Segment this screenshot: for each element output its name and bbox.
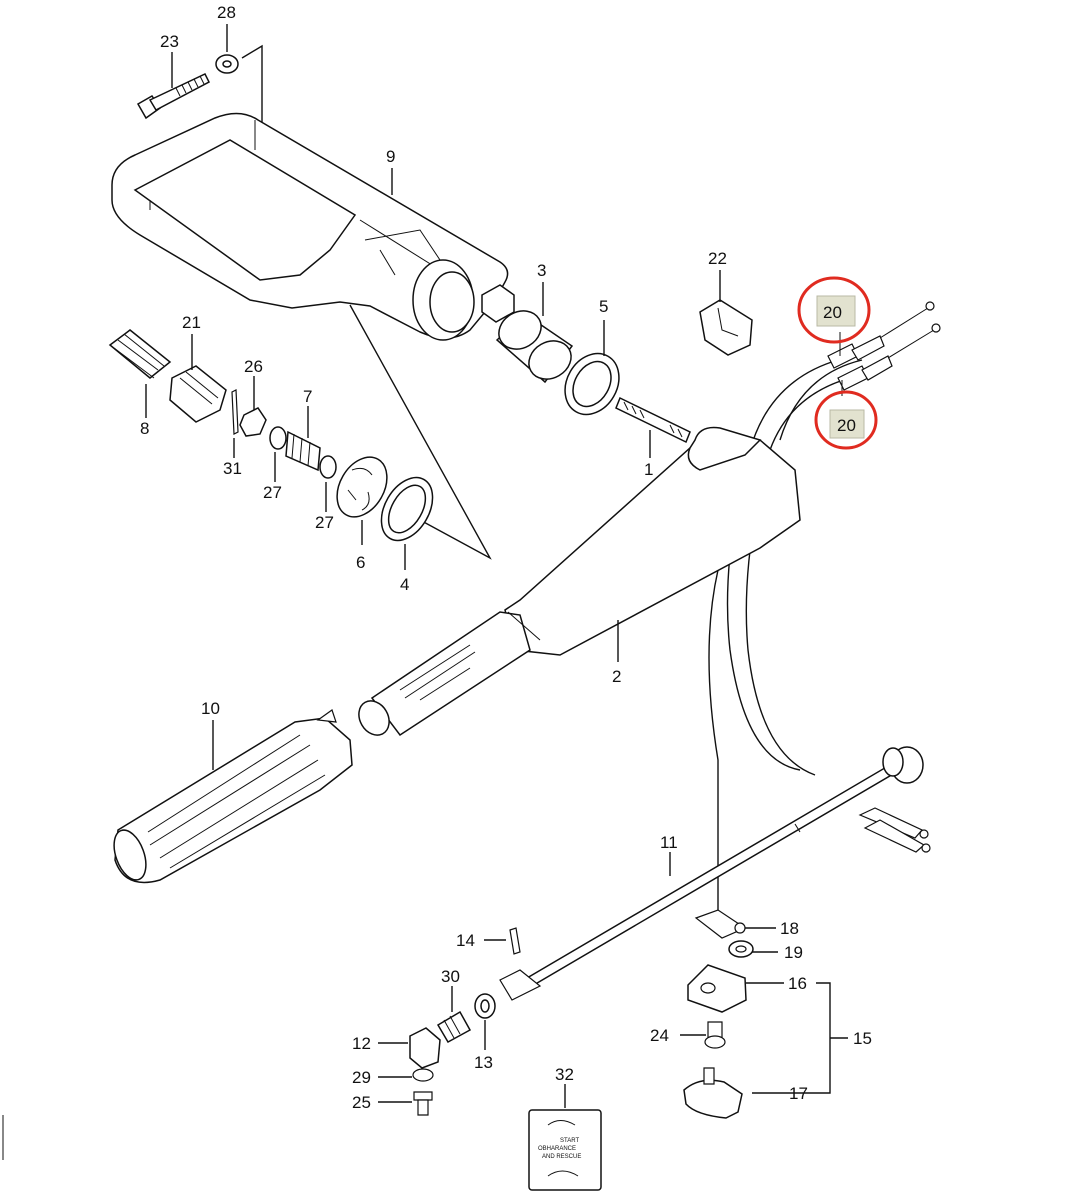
callout-10: 10: [201, 699, 220, 718]
callout-11: 11: [660, 833, 678, 852]
collar-13: [474, 993, 496, 1019]
base-17: [683, 1067, 743, 1119]
throttle-rod-11: [508, 746, 924, 998]
clamp-16: [687, 964, 747, 1013]
callout-23: 23: [160, 32, 179, 51]
block-12: [409, 1027, 441, 1069]
bolt-23: [136, 73, 210, 120]
highlight-label-20-top: 20: [823, 303, 842, 322]
link-plate: [499, 969, 542, 1001]
decal-line-1: START: [560, 1138, 579, 1144]
washer-28: [215, 54, 239, 74]
washer-19: [728, 940, 754, 958]
callout-8: 8: [140, 419, 149, 438]
leader-lines: [145, 24, 848, 1108]
decal-line-3: AND RESCUE: [542, 1154, 581, 1160]
callout-28: 28: [217, 3, 236, 22]
clip-22: [699, 299, 753, 356]
callout-1: 1: [644, 460, 653, 479]
callout-2: 2: [612, 667, 621, 686]
pin-14: [509, 927, 521, 955]
callout-16: 16: [788, 974, 807, 993]
callout-9: 9: [386, 147, 395, 166]
callout-27b: 27: [315, 513, 334, 532]
highlight-label-20-bottom: 20: [837, 416, 856, 435]
callout-15: 15: [853, 1029, 872, 1048]
callout-18: 18: [780, 919, 799, 938]
callout-13: 13: [474, 1053, 493, 1072]
callout-5: 5: [599, 297, 608, 316]
decal-32: START OBHARANCE AND RESCUE: [528, 1109, 602, 1191]
callout-3: 3: [537, 261, 546, 280]
callout-12: 12: [352, 1034, 371, 1053]
callout-31: 31: [223, 459, 242, 478]
callout-19: 19: [784, 943, 803, 962]
ring-5: [564, 352, 620, 416]
friction-adjuster-group: [108, 329, 434, 542]
decal-line-2: OBHARANCE: [538, 1146, 576, 1152]
callout-7: 7: [303, 387, 312, 406]
callout-14: 14: [456, 931, 475, 950]
callout-29: 29: [352, 1068, 371, 1087]
grip-10: [113, 709, 353, 884]
tiller-bracket-9: [111, 112, 515, 341]
callout-17: 17: [789, 1084, 808, 1103]
bushing-3: [495, 310, 574, 384]
callout-21: 21: [182, 313, 201, 332]
throttle-cables-20: [708, 301, 941, 910]
callout-4: 4: [400, 575, 409, 594]
callout-32: 32: [555, 1065, 574, 1084]
tiller-arm-2: [358, 426, 801, 737]
callout-27a: 27: [263, 483, 282, 502]
callout-labels: 23 28 9 3 5 22 21 26 7 8 31 27 27 6 4 1 …: [140, 3, 872, 1112]
highlighted-callout-20-top[interactable]: 20: [797, 276, 871, 344]
highlighted-callout-20-bottom[interactable]: 20: [814, 390, 878, 450]
throttle-linkage: [858, 807, 931, 853]
callout-6: 6: [356, 553, 365, 572]
screw-25: [413, 1091, 433, 1116]
stud-1: [615, 396, 691, 444]
callout-30: 30: [441, 967, 460, 986]
callout-24: 24: [650, 1026, 669, 1045]
screw-24: [704, 1021, 726, 1049]
washer-29: [412, 1068, 434, 1082]
callout-22: 22: [708, 249, 727, 268]
clamp-plate-18: [694, 909, 747, 939]
callout-25: 25: [352, 1093, 371, 1112]
callout-26: 26: [244, 357, 263, 376]
spring-30: [436, 1010, 472, 1044]
